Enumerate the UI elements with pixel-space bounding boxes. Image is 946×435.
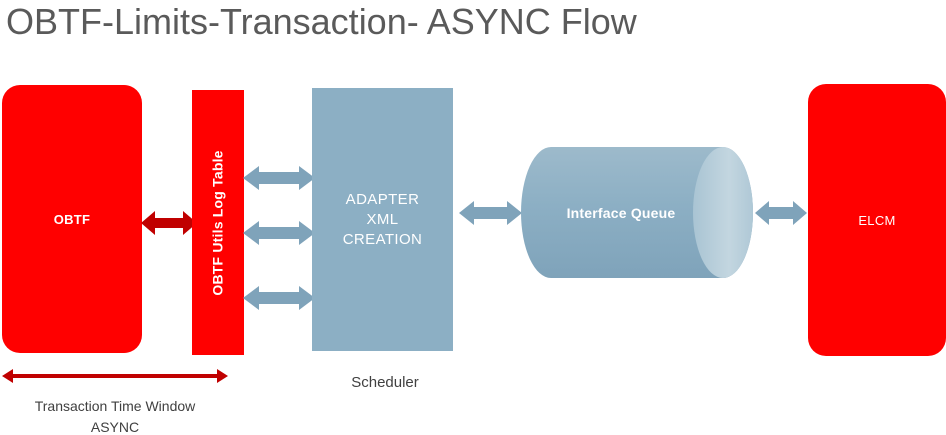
cylinder-shape xyxy=(521,147,753,278)
node-obtf-utils-log-table[interactable]: OBTF Utils Log Table xyxy=(192,90,244,355)
arrow-log-table-to-adapter-middle xyxy=(243,221,315,245)
node-adapter-label-line3: CREATION xyxy=(342,230,423,248)
node-interface-queue-label: Interface Queue xyxy=(566,204,676,221)
node-obtf-label: OBTF xyxy=(53,211,91,227)
node-adapter-label-line2: XML xyxy=(366,210,399,228)
arrow-transaction-time-window xyxy=(2,369,228,383)
node-obtf[interactable]: OBTF xyxy=(2,85,142,353)
page-title: OBTF-Limits-Transaction- ASYNC Flow xyxy=(6,1,637,42)
arrow-log-table-to-adapter-bottom xyxy=(243,286,315,310)
caption-time-window-line1: Transaction Time Window xyxy=(34,398,196,414)
node-adapter-label-line1: ADAPTER xyxy=(345,190,420,208)
arrow-obtf-to-log-table xyxy=(141,211,197,235)
node-log-table-label: OBTF Utils Log Table xyxy=(210,149,227,296)
node-adapter-xml-creation[interactable]: ADAPTER XML CREATION xyxy=(312,88,453,351)
node-elcm-label: ELCM xyxy=(858,212,896,228)
arrow-log-table-to-adapter-top xyxy=(243,166,315,190)
arrow-adapter-to-queue xyxy=(459,201,522,225)
caption-transaction-time-window: Transaction Time Window ASYNC xyxy=(0,396,230,435)
arrow-queue-to-elcm xyxy=(755,201,807,225)
node-elcm[interactable]: ELCM xyxy=(808,84,946,356)
caption-scheduler: Scheduler xyxy=(351,374,419,391)
caption-time-window-line2: ASYNC xyxy=(90,419,140,435)
node-interface-queue[interactable]: Interface Queue xyxy=(521,147,753,278)
